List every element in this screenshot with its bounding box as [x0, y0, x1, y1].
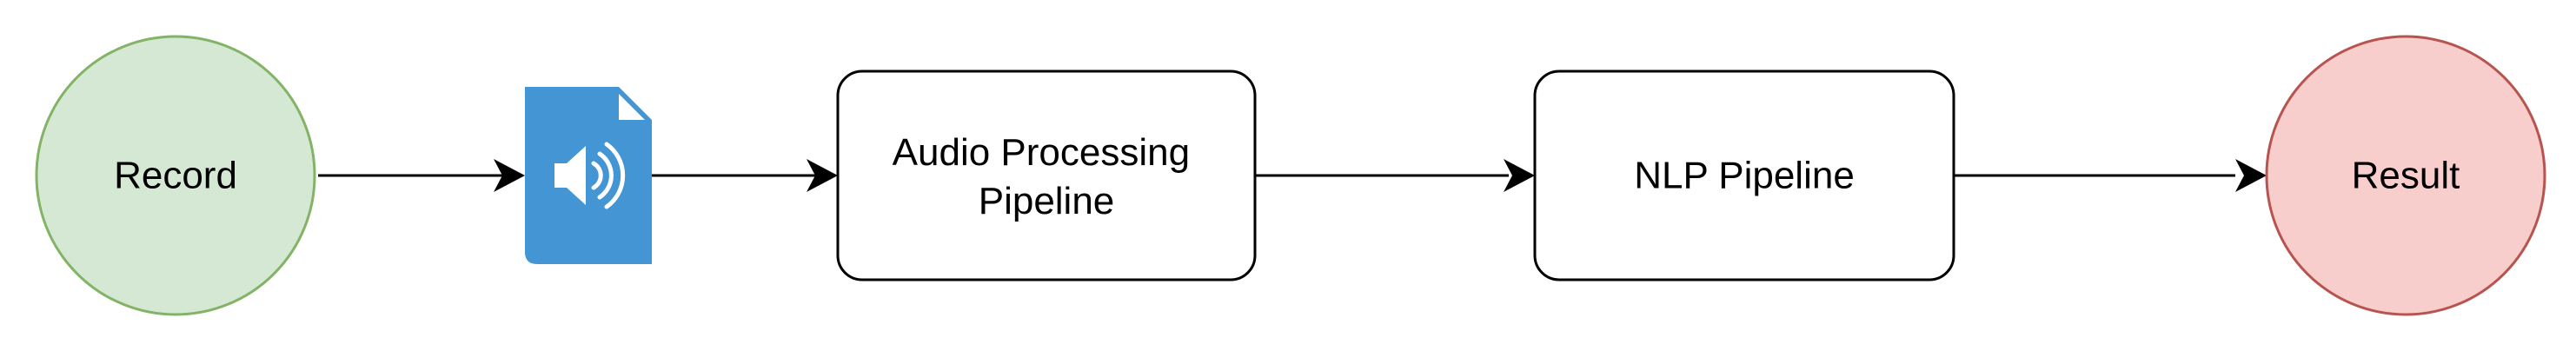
- node-record[interactable]: Record: [35, 35, 316, 316]
- arrowhead-audio-processing: [807, 159, 838, 192]
- arrowheads: [494, 159, 2267, 192]
- nlp-label: NLP Pipeline: [1634, 155, 1855, 197]
- audio-processing-label-line-1: Audio Processing: [893, 131, 1190, 174]
- audio-processing-label-line-2: Pipeline: [979, 180, 1115, 222]
- node-audio-file[interactable]: [525, 87, 652, 264]
- audio-file-icon: [525, 87, 652, 264]
- arrowhead-nlp: [1504, 159, 1535, 192]
- result-label: Result: [2352, 155, 2460, 197]
- node-result[interactable]: Result: [2265, 35, 2546, 316]
- audio-file-body: [525, 87, 652, 264]
- arrowhead-audio-file: [494, 159, 525, 192]
- nlp-box: [1533, 70, 1955, 281]
- node-nlp[interactable]: NLP Pipeline: [1533, 70, 1955, 281]
- record-circle: [35, 35, 316, 316]
- audio-processing-box: [836, 70, 1257, 281]
- record-label: Record: [114, 155, 237, 197]
- arrowhead-result: [2235, 159, 2267, 192]
- audio-processing-label: Audio Processing Pipeline: [893, 131, 1201, 222]
- speaker-icon: [554, 146, 586, 205]
- node-audio-processing[interactable]: Audio Processing Pipeline: [836, 70, 1257, 281]
- audio-file-fold: [619, 94, 645, 120]
- sound-waves-icon: [591, 142, 626, 209]
- result-circle: [2265, 35, 2546, 316]
